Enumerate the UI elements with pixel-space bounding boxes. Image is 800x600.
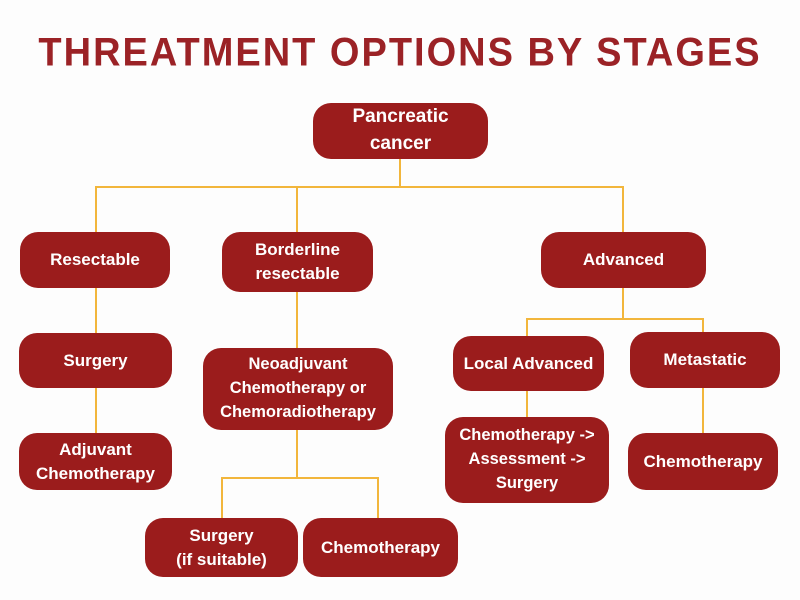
connector-top-hbar xyxy=(95,186,624,188)
node-adjuvant-chemotherapy: Adjuvant Chemotherapy xyxy=(19,433,172,490)
node-surgery: Surgery xyxy=(19,333,172,388)
node-pancreatic-cancer: Pancreatic cancer xyxy=(313,103,488,159)
connector-to-local-advanced xyxy=(526,318,528,336)
connector-advanced-drop xyxy=(622,288,624,319)
connector-to-surgery-if-suitable xyxy=(221,477,223,518)
connector-root-drop xyxy=(399,159,401,188)
connector-to-chemo-assessment-surgery xyxy=(526,391,528,417)
node-borderline-resectable: Borderline resectable xyxy=(222,232,373,292)
node-resectable: Resectable xyxy=(20,232,170,288)
connector-to-advanced xyxy=(622,186,624,232)
connector-to-metastatic xyxy=(702,318,704,332)
connector-neoadjuvant-drop xyxy=(296,430,298,478)
connector-mid-hbar xyxy=(221,477,379,479)
connector-to-surgery xyxy=(95,288,97,333)
node-advanced: Advanced xyxy=(541,232,706,288)
node-chemo-assessment-surgery: Chemotherapy -> Assessment -> Surgery xyxy=(445,417,609,503)
connector-to-chemotherapy-right xyxy=(702,388,704,433)
node-chemotherapy-mid: Chemotherapy xyxy=(303,518,458,577)
connector-to-adjuvant xyxy=(95,388,97,433)
node-neoadjuvant-chemotherapy: Neoadjuvant Chemotherapy or Chemoradioth… xyxy=(203,348,393,430)
connector-to-resectable xyxy=(95,186,97,232)
connector-to-neoadjuvant xyxy=(296,292,298,348)
connector-right-hbar xyxy=(526,318,704,320)
node-metastatic: Metastatic xyxy=(630,332,780,388)
node-local-advanced: Local Advanced xyxy=(453,336,604,391)
connector-to-chemotherapy-mid xyxy=(377,477,379,518)
connector-to-borderline xyxy=(296,186,298,232)
node-surgery-if-suitable: Surgery (if suitable) xyxy=(145,518,298,577)
page-title: THREATMENT OPTIONS BY STAGES xyxy=(38,31,762,75)
node-chemotherapy-right: Chemotherapy xyxy=(628,433,778,490)
